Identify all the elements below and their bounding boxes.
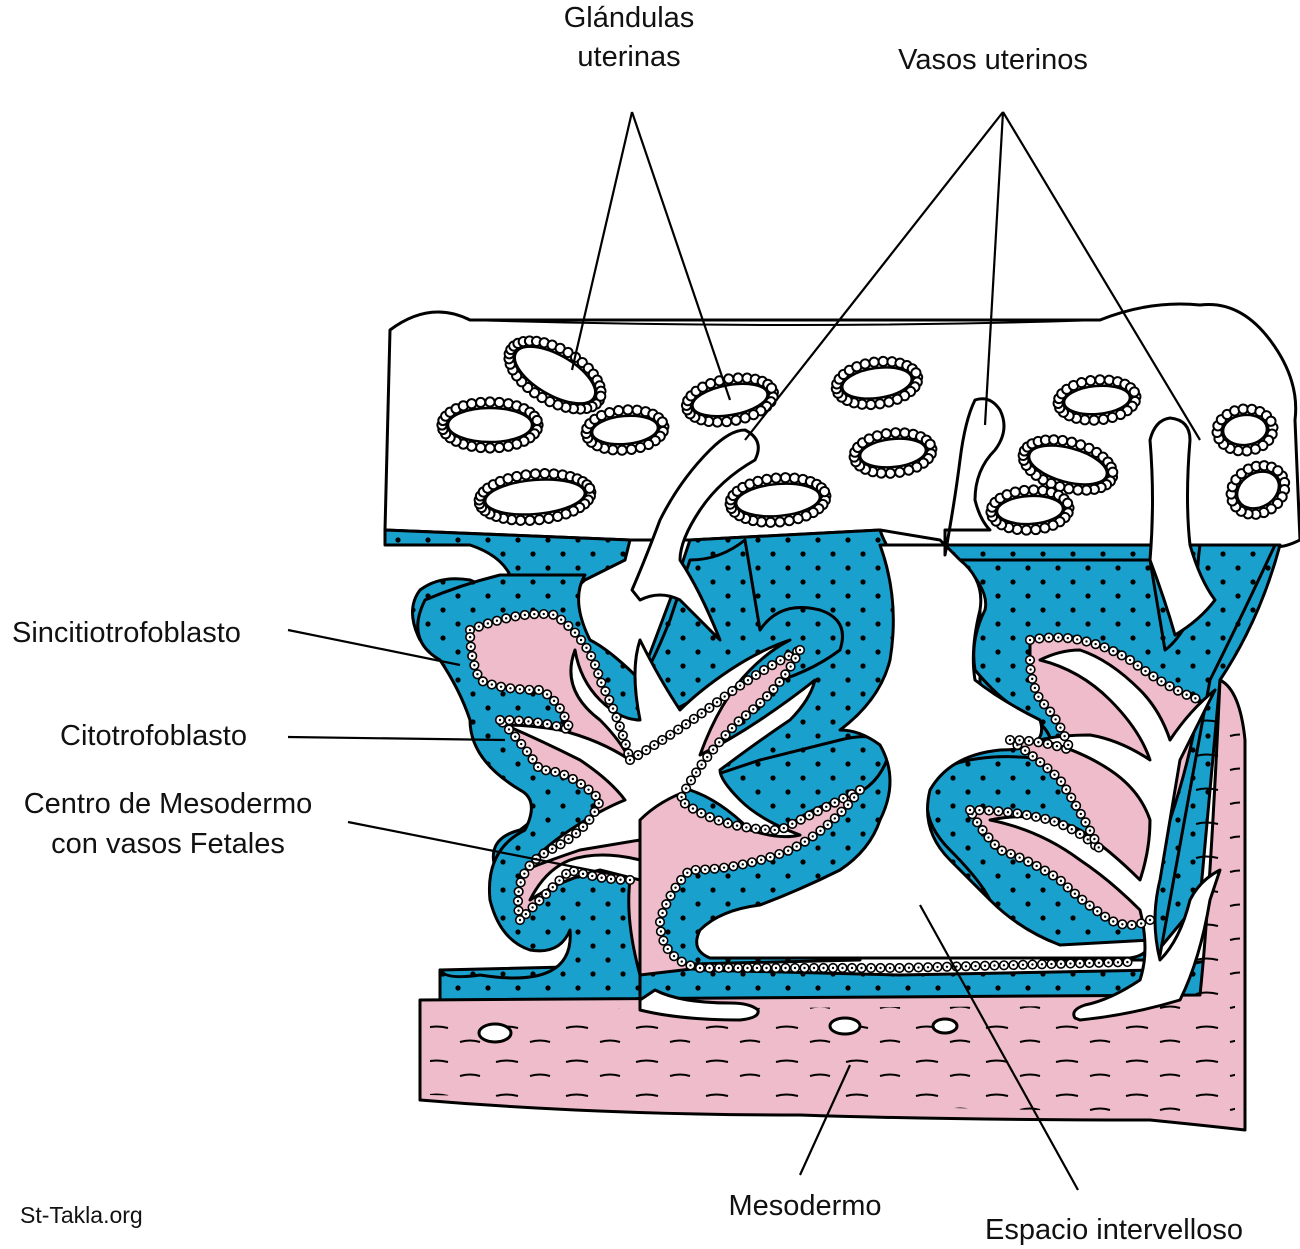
cytotrophoblast-cells [464,608,1201,974]
watermark: St-Takla.org [20,1202,143,1228]
fetal-vessels-right [988,648,1222,1022]
label-sincitiotrofoblasto: Sincitiotrofoblasto [12,617,241,649]
uterine-glands [436,335,1291,536]
label-centro-mesodermo-1: Centro de Mesodermo [24,788,313,820]
label-mesodermo: Mesodermo [728,1190,881,1222]
leader-lines [287,111,1201,1191]
label-espacio-intervelloso: Espacio intervelloso [985,1214,1243,1246]
mesoderm-base [418,678,1247,1132]
uterine-vessels [630,397,1217,642]
mesoderm-vessels [477,1016,959,1044]
label-glandulas-2: uterinas [577,41,680,73]
label-glandulas-1: Glándulas [564,2,695,34]
labels: Glándulas uterinas Vasos uterinos Sincit… [12,2,1243,1246]
label-centro-mesodermo-2: con vasos Fetales [51,828,285,860]
label-vasos-uterinos: Vasos uterinos [898,44,1088,76]
label-citotrofoblasto: Citotrofoblasto [60,720,247,752]
